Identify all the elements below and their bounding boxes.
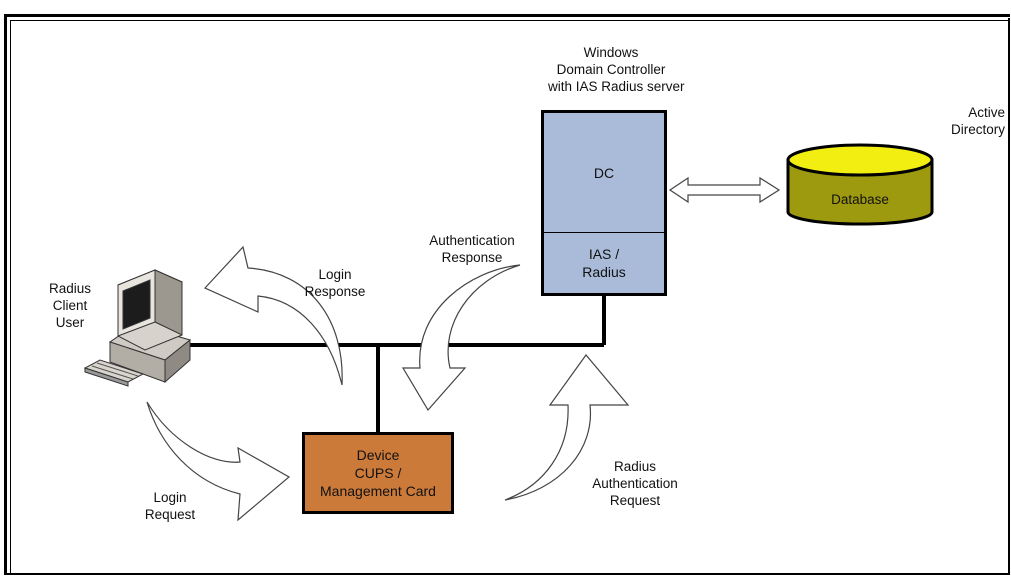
radius-auth-request-label: Radius Authentication Request bbox=[575, 458, 695, 509]
dc-title: Windows Domain Controller with IAS Radiu… bbox=[548, 44, 685, 95]
auth-response-line-1: Authentication bbox=[429, 233, 515, 248]
radius-client-line-2: Client bbox=[52, 298, 88, 313]
database-cylinder bbox=[786, 143, 934, 226]
login-request-line-2: Request bbox=[144, 507, 196, 522]
auth-response-label: Authentication Response bbox=[410, 232, 534, 266]
device-line-3: Management Card bbox=[320, 483, 436, 499]
frame-bottom-edge bbox=[4, 573, 1010, 575]
radius-client-label: Radius Client User bbox=[40, 280, 100, 331]
ias-label-line-1: IAS / bbox=[588, 246, 620, 262]
login-response-line-2: Response bbox=[304, 284, 366, 299]
active-directory-line-1: Active bbox=[968, 105, 1005, 120]
database-label: Database bbox=[831, 192, 889, 207]
dc-title-line-1: Windows bbox=[583, 45, 639, 60]
dc-title-line-2: Domain Controller bbox=[556, 62, 666, 77]
dc-box: DC bbox=[541, 110, 667, 234]
login-response-arrow bbox=[203, 245, 343, 386]
device-line-1: Device bbox=[356, 447, 400, 463]
dc-database-link-arrow bbox=[668, 176, 781, 204]
outer-frame bbox=[4, 14, 1010, 575]
frame-right-edge bbox=[1008, 18, 1010, 574]
ias-radius-box: IAS / Radius bbox=[541, 232, 667, 296]
auth-response-line-2: Response bbox=[441, 250, 503, 265]
login-request-line-1: Login bbox=[153, 490, 187, 505]
device-box: Device CUPS / Management Card bbox=[302, 432, 454, 514]
radius-auth-line-2: Authentication bbox=[592, 476, 678, 491]
ias-label-line-2: Radius bbox=[582, 264, 626, 280]
auth-response-arrow bbox=[401, 264, 521, 412]
device-line-2: CUPS / bbox=[354, 465, 402, 481]
radius-client-line-1: Radius bbox=[48, 281, 92, 296]
login-request-label: Login Request bbox=[130, 489, 210, 523]
login-response-line-1: Login bbox=[318, 267, 352, 282]
dc-title-line-3: with IAS Radius server bbox=[548, 79, 685, 94]
computer-icon bbox=[83, 269, 192, 387]
network-bus bbox=[187, 296, 606, 432]
inner-frame bbox=[10, 20, 1010, 575]
login-request-arrow bbox=[146, 401, 291, 522]
radius-auth-line-3: Request bbox=[609, 493, 661, 508]
login-response-label: Login Response bbox=[290, 266, 380, 300]
radius-auth-line-1: Radius bbox=[613, 459, 657, 474]
radius-request-arrow bbox=[504, 354, 630, 501]
active-directory-label: Active Directory bbox=[925, 104, 1005, 138]
dc-label: DC bbox=[593, 165, 615, 181]
active-directory-line-2: Directory bbox=[950, 122, 1005, 137]
radius-client-line-3: User bbox=[55, 315, 85, 330]
